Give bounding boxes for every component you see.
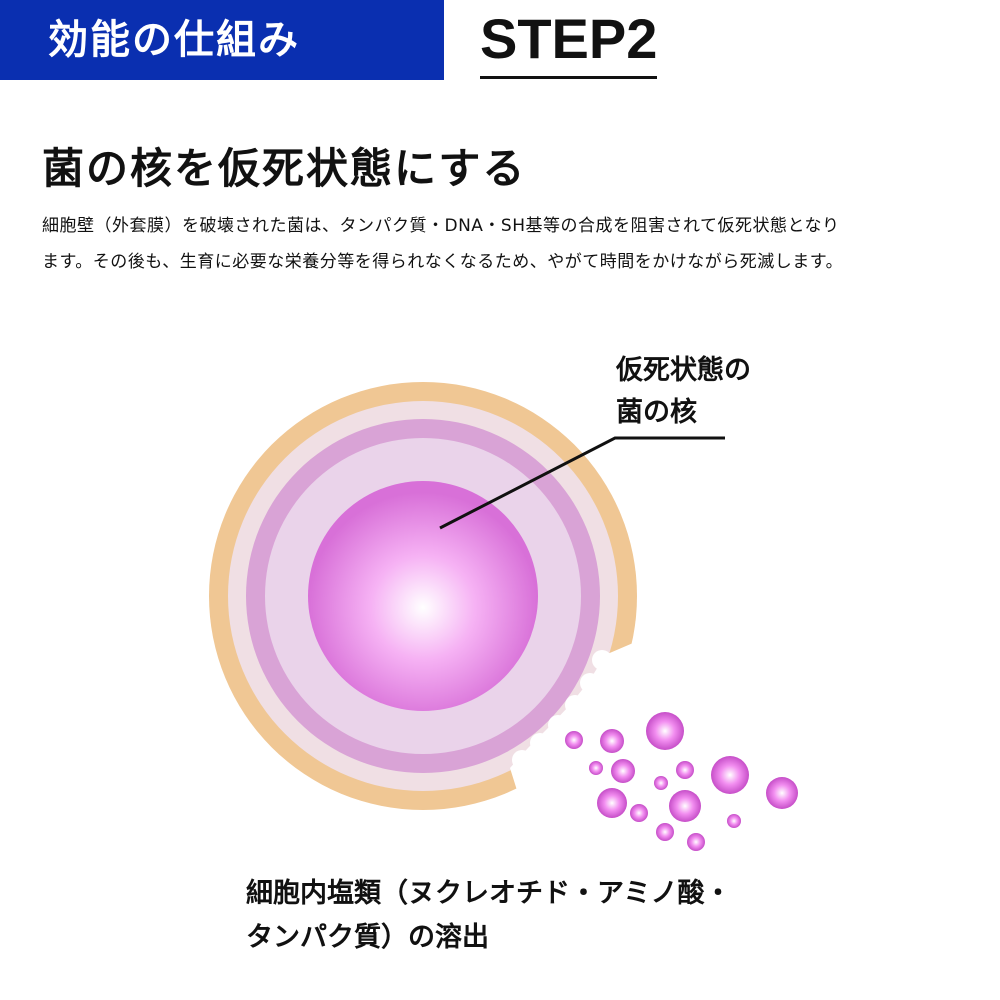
particle: [669, 790, 701, 822]
caption-line: タンパク質）の溶出: [246, 922, 489, 953]
particle: [597, 788, 627, 818]
particle: [646, 712, 684, 750]
nucleus-callout: 仮死状態の 菌の核: [616, 350, 751, 434]
particle: [654, 776, 668, 790]
callout-line: 菌の核: [616, 397, 697, 428]
description-line: ます。その後も、生育に必要な栄養分等を得られなくなるため、やがて時間をかけながら…: [42, 252, 844, 272]
section-label: 効能の仕組み: [0, 0, 444, 80]
caption-line: 細胞内塩類（ヌクレオチド・アミノ酸・: [246, 878, 732, 909]
particle: [727, 814, 741, 828]
leader-line: [439, 436, 725, 530]
particle: [611, 759, 635, 783]
description: 細胞壁（外套膜）を破壊された菌は、タンパク質・DNA・SH基等の合成を阻害されて…: [42, 208, 982, 280]
description-line: 細胞壁（外套膜）を破壊された菌は、タンパク質・DNA・SH基等の合成を阻害されて…: [42, 216, 840, 236]
particle: [766, 777, 798, 809]
callout-line: 仮死状態の: [616, 355, 751, 386]
particle: [676, 761, 694, 779]
particle: [565, 731, 583, 749]
particle: [600, 729, 624, 753]
leaked-particles: [565, 712, 798, 851]
leakage-caption: 細胞内塩類（ヌクレオチド・アミノ酸・ タンパク質）の溶出: [246, 872, 731, 960]
broken-wall-gap: [510, 640, 700, 800]
step-label: STEP2: [480, 4, 658, 79]
nucleus: [308, 481, 538, 711]
particle: [630, 804, 648, 822]
particle: [711, 756, 749, 794]
page-title: 菌の核を仮死状態にする: [42, 144, 527, 193]
particle: [656, 823, 674, 841]
particle: [687, 833, 705, 851]
particle: [589, 761, 603, 775]
